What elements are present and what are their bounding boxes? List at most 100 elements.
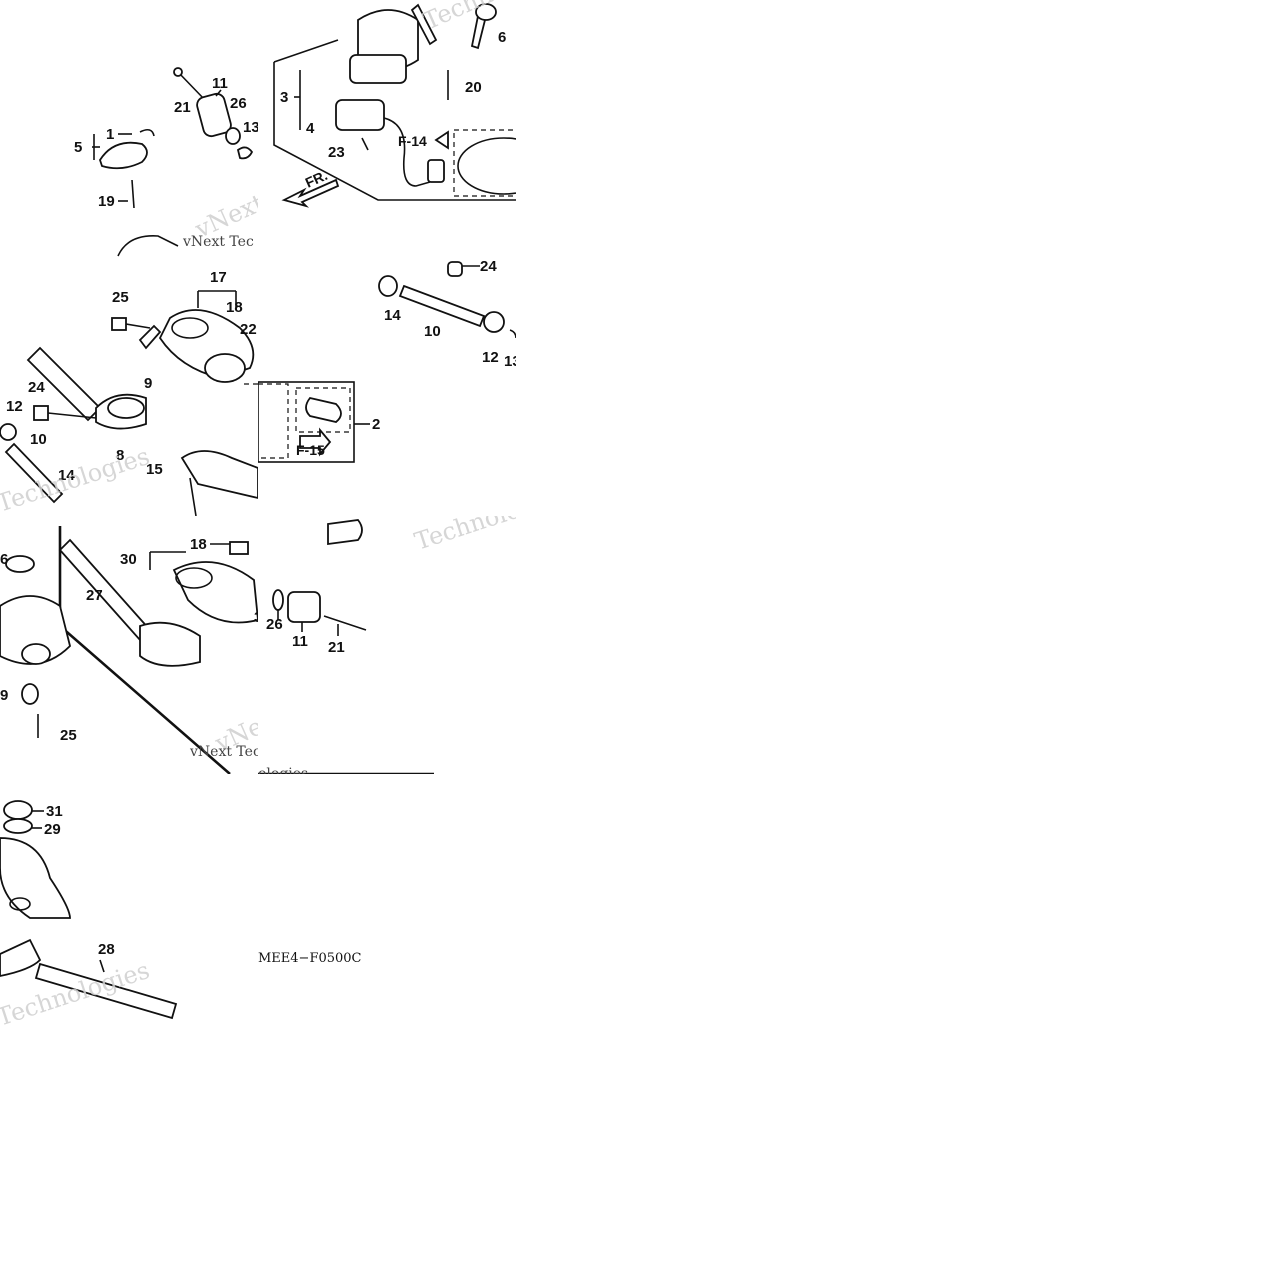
- callout-17: 17: [210, 269, 227, 286]
- callout-4: 4: [306, 120, 315, 137]
- front-arrow: [281, 178, 340, 208]
- key-a: [410, 3, 438, 46]
- key-cylinder-2: [305, 396, 342, 423]
- callout-10: 10: [30, 431, 47, 448]
- shaft-10: [4, 442, 64, 504]
- figure-code-box: MEE4−F0500C: [258, 951, 362, 966]
- tile-handlebar-assembly: 6 9 25 30 18 27 3 vNext vNext Tec: [0, 516, 258, 774]
- tile-bar-end-assembly: vNext vNext Tec 1 5 19 21 11 26 13: [0, 0, 258, 258]
- callout-28: 28: [98, 941, 115, 958]
- shaft-10: [398, 284, 486, 328]
- callout-31: 31: [46, 803, 63, 820]
- clip-on-28: [0, 938, 42, 977]
- frame-outline: [273, 62, 516, 201]
- washer-29: [3, 818, 33, 834]
- bar-end-weight-11: [196, 92, 232, 138]
- plate-18: [229, 541, 249, 555]
- housing-5: [99, 141, 148, 170]
- callout-14: 14: [384, 307, 401, 324]
- callout-6: 6: [0, 551, 8, 568]
- tile-4-drawing: F-15 24 14 10 12 13 2: [258, 258, 516, 463]
- tile-5-drawing: 6 9 25 30 18 27 3 vNext vNext Tec: [0, 526, 258, 774]
- screw-21: [323, 615, 367, 631]
- clip-1: [139, 128, 155, 137]
- watermark-t6: Technologies: [411, 516, 516, 556]
- tile-lower-assembly: 31 29 28 Technologies: [0, 774, 258, 1032]
- nut-12: [483, 311, 505, 333]
- callout-11: 11: [212, 75, 228, 92]
- key-box: [258, 381, 355, 463]
- callout-14: 14: [58, 467, 75, 484]
- tile-2-drawing: F-14 FR. Technologies 3 4 23 20 6: [273, 0, 516, 208]
- nut-12: [0, 423, 17, 441]
- washer-26: [225, 127, 241, 145]
- callout-18: 18: [226, 299, 243, 316]
- callout-24: 24: [480, 258, 497, 275]
- callout-24: 24: [28, 379, 45, 396]
- figure-code: MEE4−F0500C: [258, 951, 362, 966]
- callout-6: 6: [498, 29, 506, 46]
- tile-ignition-switch: F-14 FR. Technologies 3 4 23 20 6: [258, 0, 516, 258]
- watermark-short-t5: vNext Tec: [189, 744, 258, 760]
- tile-1-drawing: vNext vNext Tec 1 5 19 21 11 26 13: [74, 67, 258, 257]
- grip-tube: [327, 519, 363, 546]
- top-bridge-30: [172, 561, 258, 624]
- watermark-tail: ologies: [258, 766, 308, 774]
- part-13: [236, 146, 254, 160]
- callout-13: 13: [504, 353, 516, 370]
- ref-f15: F-15: [296, 442, 325, 458]
- handle-tube: [26, 346, 102, 422]
- screw-21: [177, 71, 206, 101]
- tile-7-drawing: 31 29 28 Technologies: [0, 800, 178, 1032]
- tile-bar-end-weight: Technologies ologies 26 11 21: [258, 516, 516, 774]
- nut-14: [378, 275, 398, 297]
- ref-f14: F-14: [398, 133, 427, 149]
- watermark-short: vNext Tec: [182, 234, 254, 250]
- callout-9: 9: [144, 375, 152, 392]
- bolt-25: [111, 317, 127, 331]
- ignition-base: [349, 54, 407, 84]
- bolt-24: [33, 405, 49, 421]
- callout-26: 26: [230, 95, 247, 112]
- tile-top-bridge: 25 17 18 22 9 24 12 10 14 8 15 Technolog…: [0, 258, 258, 516]
- callout-23: 23: [328, 144, 345, 161]
- callout-30: 30: [120, 551, 137, 568]
- washer-26: [272, 589, 284, 611]
- bar-end-weight-11: [287, 591, 321, 623]
- bracket-9: [21, 683, 39, 705]
- callout-20: 20: [465, 79, 482, 96]
- screw-23: [361, 137, 369, 151]
- screw-21-head: [173, 67, 183, 77]
- callout-29: 29: [44, 821, 61, 838]
- bolt-24: [447, 261, 463, 277]
- tile-6-drawing: Technologies ologies 26 11 21: [258, 516, 516, 774]
- callout-5: 5: [74, 139, 82, 156]
- tile-3-drawing: 25 17 18 22 9 24 12 10 14 8 15 Technolog…: [0, 269, 258, 516]
- callout-12: 12: [6, 398, 23, 415]
- clip-on-27: [139, 621, 201, 667]
- callout-1: 1: [106, 126, 114, 143]
- callout-22: 22: [240, 321, 257, 338]
- sub-switch-4: [335, 99, 385, 131]
- callout-18: 18: [190, 536, 207, 553]
- nut-31: [3, 800, 33, 820]
- callout-27: 27: [86, 587, 103, 604]
- callout-25: 25: [60, 727, 77, 744]
- callout-21: 21: [174, 99, 191, 116]
- nut-6: [5, 555, 35, 573]
- tile-key-cylinder: F-15 24 14 10 12 13 2: [258, 258, 516, 516]
- callout-8: 8: [116, 447, 124, 464]
- callout-15: 15: [146, 461, 163, 478]
- callout-19: 19: [98, 193, 115, 210]
- key-box-dashed: [295, 387, 351, 433]
- callout-21: 21: [328, 639, 345, 656]
- lower-bridge: [0, 595, 71, 665]
- callout-10: 10: [424, 323, 441, 340]
- ref-box: [453, 129, 516, 197]
- screw-19: [131, 179, 135, 209]
- ref-arrow: [299, 427, 332, 457]
- callout-3: 3: [254, 609, 258, 626]
- fork-clamp-15: [180, 450, 258, 499]
- callout-13: 13: [243, 119, 258, 136]
